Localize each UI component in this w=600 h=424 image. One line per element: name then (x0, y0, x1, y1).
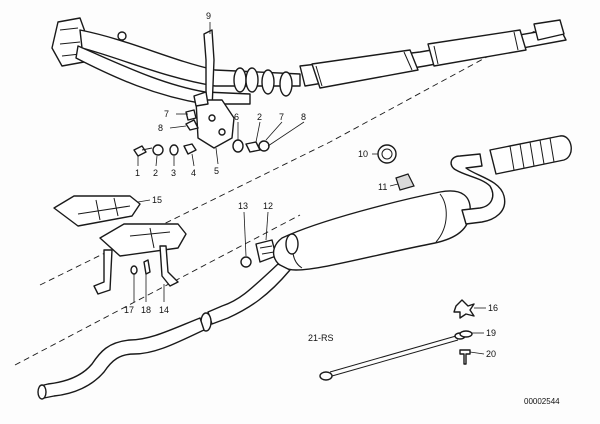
callout-19: 19 (486, 328, 496, 338)
callout-15: 15 (152, 195, 162, 205)
callout-4: 4 (191, 168, 196, 178)
callout-6-left: 6 (234, 112, 239, 122)
separator-line-lower (14, 214, 301, 366)
front-exhaust-pipe (51, 17, 567, 105)
callout-8-left: 8 (158, 123, 163, 133)
callout-2-right: 2 (257, 112, 262, 122)
leader-lines (133, 22, 486, 355)
gasket-ring (377, 144, 397, 164)
mounting-clip (395, 173, 415, 191)
callout-13: 13 (238, 201, 248, 211)
callout-10: 10 (358, 149, 368, 159)
support-bracket (193, 91, 235, 149)
pipe-clamp-rings (233, 67, 293, 97)
callout-17: 17 (124, 305, 134, 315)
star-washer (453, 299, 475, 319)
heat-shield (53, 195, 141, 227)
clamp-nut (245, 141, 261, 153)
clamp-ring (232, 139, 244, 153)
shield-washer (130, 265, 138, 275)
bracket-stud (185, 109, 197, 121)
callout-16: 16 (488, 303, 498, 313)
mount-nut (240, 256, 252, 268)
fastener-washer (152, 144, 164, 156)
callout-8-right: 8 (301, 112, 306, 122)
cable-bolt (459, 349, 471, 365)
fastener-nut (183, 143, 197, 155)
callout-21-rs: 21-RS (308, 333, 334, 343)
callout-5: 5 (214, 166, 219, 176)
callout-2-left: 2 (153, 168, 158, 178)
rear-tail-pipe (450, 135, 572, 225)
callout-11: 11 (378, 182, 387, 192)
fastener-spring-washer (169, 144, 179, 156)
callout-9: 9 (206, 11, 211, 21)
callout-14: 14 (159, 305, 169, 315)
callout-7-left: 7 (164, 109, 169, 119)
callout-3: 3 (171, 168, 176, 178)
ground-cable (319, 332, 466, 381)
bracket-screw (185, 119, 199, 131)
shield-screw (143, 259, 151, 275)
cable-washer (459, 330, 473, 338)
callout-7-right: 7 (279, 112, 284, 122)
heat-shield-bracket (93, 223, 187, 295)
diagram-code: 00002544 (524, 397, 560, 406)
callout-18: 18 (141, 305, 151, 315)
clamp-washer (258, 140, 270, 152)
callout-20: 20 (486, 349, 496, 359)
separator-line-upper (39, 19, 556, 286)
intermediate-pipe (37, 263, 291, 400)
rear-muffler (272, 190, 471, 271)
fastener-bolt (133, 145, 153, 157)
callout-1: 1 (135, 168, 140, 178)
callout-12: 12 (263, 201, 273, 211)
